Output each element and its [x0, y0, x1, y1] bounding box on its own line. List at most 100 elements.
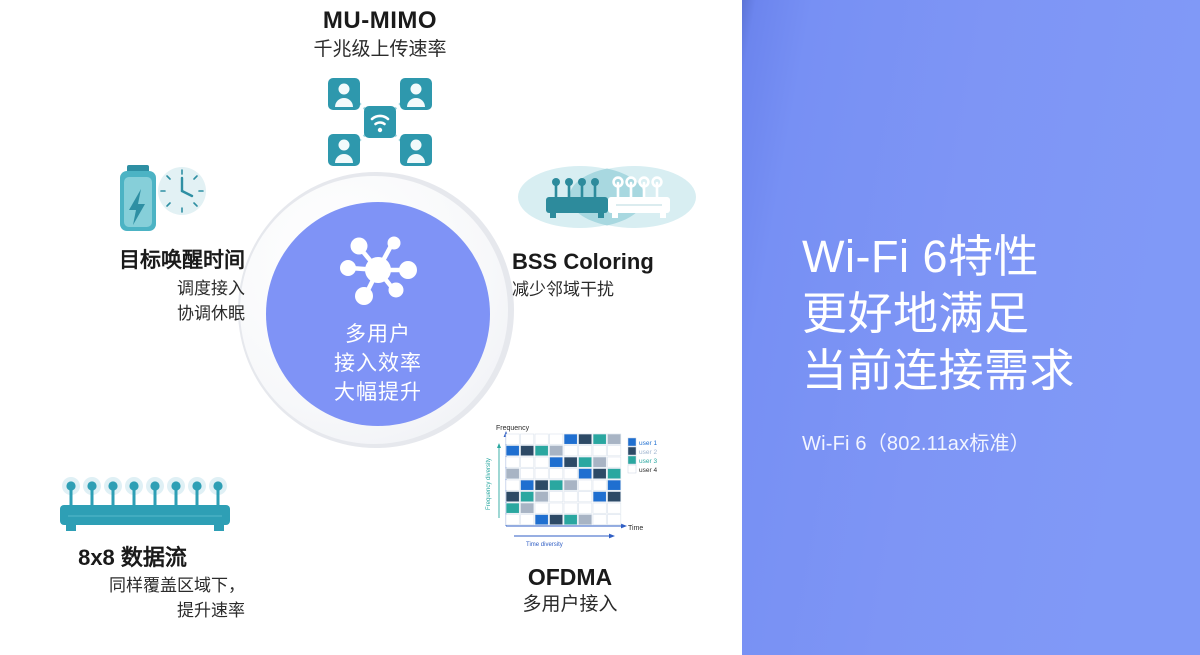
ofdma-cell [563, 445, 578, 457]
ofdma-cell [592, 445, 607, 457]
ofdma-cell [534, 433, 549, 445]
ofdma-cell [578, 445, 593, 457]
ofdma-legend-user-3: user 3 [639, 458, 657, 465]
ofdma-grid-chart-icon: Frequency Time Frequency diversity Time … [486, 425, 657, 548]
feature-eight-by-eight: 8x8 数据流 同样覆盖区域下， 提升速率 [20, 472, 245, 623]
feature-mu-mimo: MU-MIMO 千兆级上传速率 [240, 8, 520, 173]
feature-bss-coloring-title: BSS Coloring [512, 249, 654, 274]
page-title-line-1: Wi-Fi 6特性 [802, 231, 1039, 282]
ofdma-cell [534, 514, 549, 526]
ofdma-cell [578, 491, 593, 503]
ofdma-cell [578, 468, 593, 480]
ofdma-cell [549, 514, 564, 526]
feature-ofdma-title: OFDMA [527, 564, 613, 590]
ofdma-cell [505, 479, 520, 491]
hub-core-circle: 多用户 接入效率 大幅提升 [266, 202, 490, 426]
ofdma-cell [549, 502, 564, 514]
feature-bss-coloring-subtitle-line-1: 减少邻域干扰 [512, 280, 614, 299]
ofdma-cell [607, 433, 622, 445]
feature-ofdma-subtitle: 多用户接入 [470, 592, 670, 617]
overlapping-routers-icon [518, 166, 696, 228]
ofdma-cell [505, 491, 520, 503]
ofdma-cell [578, 479, 593, 491]
ofdma-cell [607, 456, 622, 468]
feature-mu-mimo-subtitle-line-1: 千兆级上传速率 [313, 39, 447, 60]
ofdma-cell [578, 456, 593, 468]
feature-eight-by-eight-title: 8x8 数据流 [78, 545, 187, 570]
ofdma-xlabel: Time [628, 525, 643, 532]
ofdma-cell [505, 502, 520, 514]
ofdma-cell [505, 445, 520, 457]
ofdma-cell-grid [505, 433, 622, 526]
feature-target-wake-time-subtitle-line-1: 调度接入 [177, 279, 245, 298]
hub-label: 多用户 接入效率 大幅提升 [334, 320, 422, 407]
ofdma-cell [607, 445, 622, 457]
page-title-line-3: 当前连接需求 [802, 345, 1076, 396]
ofdma-cell [563, 456, 578, 468]
router-8-antennas-icon [60, 477, 230, 531]
ofdma-cell [534, 502, 549, 514]
ofdma-cell [592, 491, 607, 503]
ofdma-cell [520, 468, 535, 480]
right-panel-content: Wi-Fi 6特性 更好地满足 当前连接需求 Wi-Fi 6（802.11ax标… [802, 228, 1192, 456]
ofdma-legend-user-1: user 1 [639, 440, 657, 447]
feature-mu-mimo-subtitle: 千兆级上传速率 [240, 37, 520, 62]
ofdma-cell [549, 468, 564, 480]
ofdma-cell [578, 502, 593, 514]
ofdma-cell [549, 491, 564, 503]
ofdma-legend-user-4: user 4 [639, 467, 657, 474]
ofdma-cell [592, 468, 607, 480]
ofdma-cell [520, 433, 535, 445]
feature-target-wake-time: 目标唤醒时间 调度接入 协调休眠 [20, 163, 245, 326]
ofdma-cell [534, 479, 549, 491]
ofdma-cell [549, 445, 564, 457]
ofdma-legend-user-2: user 2 [639, 449, 657, 456]
mu-mimo-users-wifi-icon [328, 78, 432, 166]
ofdma-cell [578, 433, 593, 445]
ofdma-cell [549, 456, 564, 468]
ofdma-cell [592, 479, 607, 491]
ofdma-cell [520, 502, 535, 514]
network-hub-icon [340, 236, 417, 305]
ofdma-cell [520, 491, 535, 503]
ofdma-cell [520, 514, 535, 526]
ofdma-cell [534, 468, 549, 480]
ofdma-cell [607, 502, 622, 514]
ofdma-cell [607, 491, 622, 503]
ofdma-cell [592, 456, 607, 468]
ofdma-cell [563, 514, 578, 526]
ofdma-ylabel: Frequency [496, 425, 530, 432]
feature-target-wake-time-title: 目标唤醒时间 [119, 249, 245, 272]
hub-label-line-2: 接入效率 [334, 352, 422, 375]
ofdma-cell [563, 468, 578, 480]
ofdma-cell [534, 445, 549, 457]
ofdma-cell [549, 479, 564, 491]
right-title-panel: Wi-Fi 6特性 更好地满足 当前连接需求 Wi-Fi 6（802.11ax标… [742, 0, 1200, 655]
feature-target-wake-time-subtitle: 调度接入 协调休眠 [20, 276, 245, 326]
feature-bss-coloring: BSS Coloring 减少邻域干扰 [512, 163, 742, 302]
page-title: Wi-Fi 6特性 更好地满足 当前连接需求 [802, 228, 1192, 399]
ofdma-cell [505, 433, 520, 445]
ofdma-cell [578, 514, 593, 526]
ofdma-cell [520, 479, 535, 491]
feature-mu-mimo-title: MU-MIMO [322, 7, 438, 34]
feature-target-wake-time-subtitle-line-2: 协调休眠 [177, 304, 245, 323]
feature-eight-by-eight-subtitle-line-2: 提升速率 [177, 601, 245, 620]
ofdma-cell [563, 479, 578, 491]
ofdma-cell [549, 433, 564, 445]
hub-label-line-3: 大幅提升 [334, 381, 422, 404]
ofdma-cell [505, 456, 520, 468]
ofdma-cell [534, 491, 549, 503]
ofdma-cell [607, 479, 622, 491]
page-title-line-2: 更好地满足 [802, 288, 1030, 339]
ofdma-cell [607, 514, 622, 526]
ofdma-cell [563, 433, 578, 445]
ofdma-x-annotation: Time diversity [526, 542, 563, 548]
ofdma-cell [592, 514, 607, 526]
feature-eight-by-eight-subtitle-line-1: 同样覆盖区域下， [109, 576, 245, 595]
ofdma-cell [563, 491, 578, 503]
ofdma-cell [520, 456, 535, 468]
page-subtitle: Wi-Fi 6（802.11ax标准） [802, 433, 1030, 455]
ofdma-legend: user 1 user 2 user 3 user 4 [627, 437, 657, 474]
feature-ofdma: Frequency Time Frequency diversity Time … [470, 418, 690, 617]
